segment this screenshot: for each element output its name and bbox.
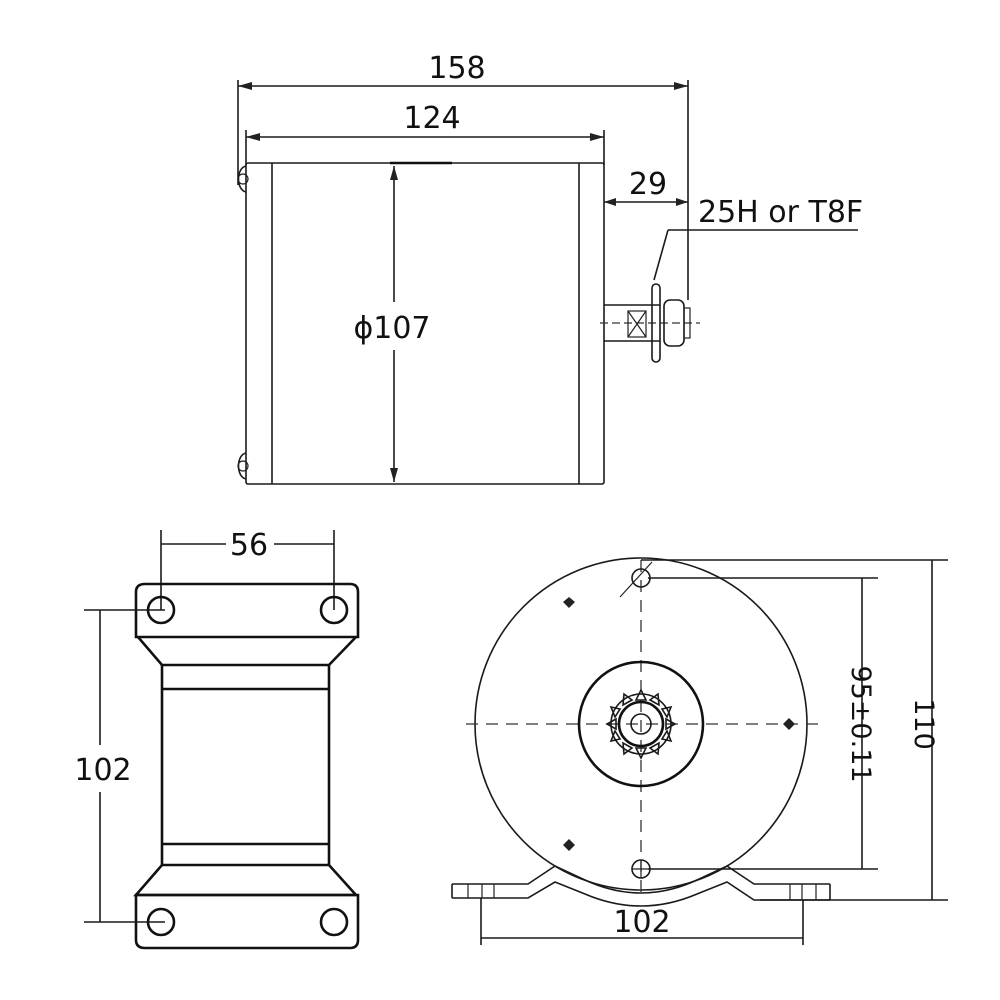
label-mount-width: 102 <box>613 905 670 940</box>
label-sprocket-type: 25H or T8F <box>698 195 863 230</box>
bottom-view: 56 102 <box>74 528 360 950</box>
label-hole-height: 95±0.11 <box>845 665 876 782</box>
dimension-overall-height: 110 <box>641 559 948 901</box>
dimension-overall-length: 158 <box>237 51 689 300</box>
dimension-shaft-length: 29 <box>604 167 688 206</box>
dimension-mount-width: 102 <box>480 898 804 945</box>
label-hole-length: 102 <box>74 753 131 788</box>
label-overall-height: 110 <box>908 698 939 750</box>
sprocket-front <box>605 688 677 760</box>
dimension-hole-length: 102 <box>74 609 165 923</box>
label-overall-length: 158 <box>428 51 485 86</box>
front-view: 102 95±0.11 110 <box>451 557 948 945</box>
motor-body-side: ϕ107 <box>237 161 605 485</box>
mounting-foot <box>451 865 831 907</box>
sprocket-callout: 25H or T8F <box>653 195 863 281</box>
label-body-diameter: ϕ107 <box>353 311 430 346</box>
shaft-sprocket-side <box>600 283 700 363</box>
label-shaft-length: 29 <box>629 167 667 202</box>
label-hole-width: 56 <box>230 528 268 563</box>
dimension-hole-height: 95±0.11 <box>648 577 878 870</box>
dimension-body-length: 124 <box>245 101 605 165</box>
side-view: 158 124 ϕ107 <box>237 51 863 485</box>
dimension-hole-width: 56 <box>160 528 335 610</box>
label-body-length: 124 <box>403 101 460 136</box>
